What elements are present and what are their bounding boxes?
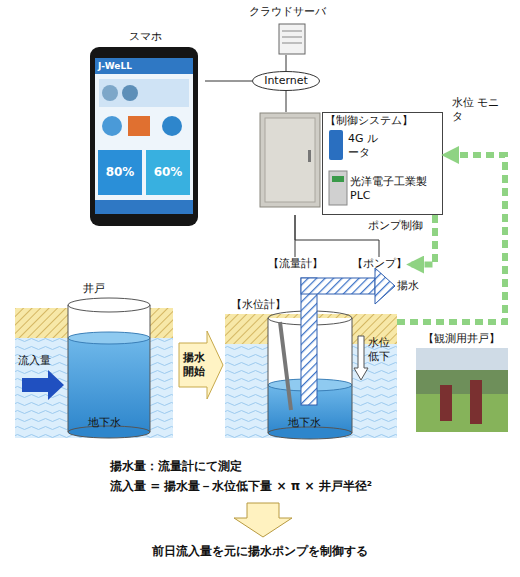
label-text: 60% xyxy=(146,165,190,179)
well-wall xyxy=(268,318,269,433)
node-text: 井戸 xyxy=(15,282,173,296)
plc-unit: 光洋電子工業製 PLC xyxy=(326,168,438,210)
app-tile xyxy=(146,150,190,195)
cabinet-handle xyxy=(308,150,311,162)
plc-icon xyxy=(329,171,347,205)
cloud-server: クラウドサーバ xyxy=(242,5,332,55)
flow-meter: 【流量計】 xyxy=(266,257,324,272)
app-icon xyxy=(102,116,122,136)
observation-photo xyxy=(416,348,508,432)
app-nav xyxy=(95,200,193,214)
label-text: 流入量 xyxy=(18,354,68,368)
well-wall xyxy=(352,318,353,433)
server-slot xyxy=(282,37,302,38)
well-wall xyxy=(150,305,151,432)
app-icon xyxy=(162,116,182,136)
label-text: J-WeLL xyxy=(98,60,158,72)
node-text: 【観測用井戸】 xyxy=(410,332,512,346)
label-text: 水位 低下 xyxy=(368,336,394,364)
app-icon xyxy=(128,116,150,136)
network-line xyxy=(295,215,379,257)
node-text: クラウドサーバ xyxy=(242,5,332,19)
server-icon xyxy=(279,24,305,54)
label-text: 流入量 = 揚水量－水位低下量 × π × 井戸半径² xyxy=(110,478,510,494)
node-text: 光洋電子工業製 PLC xyxy=(350,175,436,203)
well-wall xyxy=(68,305,69,432)
level-drop-arrow xyxy=(354,336,368,380)
photo-grass xyxy=(416,394,508,432)
label-text: 地下水 xyxy=(288,416,338,430)
node-text: 4G ルータ xyxy=(348,132,384,160)
label-text: 80% xyxy=(98,165,142,179)
node-text: 【流量計】 xyxy=(266,257,324,271)
photo-trees xyxy=(416,370,508,394)
edge-label: ポンプ制御 xyxy=(368,219,430,233)
result-arrow xyxy=(234,503,292,537)
router-icon xyxy=(329,130,343,160)
label-text: 地下水 xyxy=(88,416,138,430)
edge-label: 水位 モニタ xyxy=(452,96,502,124)
server-slot xyxy=(282,43,302,44)
server-slot xyxy=(282,31,302,32)
well-water xyxy=(68,338,150,432)
pump-start-arrow: 揚水 開始 xyxy=(178,330,224,400)
label-text: 揚水量：流量計にて測定 xyxy=(110,458,490,474)
app-header xyxy=(95,58,193,74)
inflow-arrow xyxy=(22,370,64,400)
cabinet-door xyxy=(265,118,315,202)
phone-screen xyxy=(95,58,193,214)
groundwater xyxy=(15,338,173,438)
control-system: 【制御システム】 4G ルータ光洋電子工業製 PLC xyxy=(257,112,443,215)
node-text: 【ポンプ】 xyxy=(350,257,408,271)
node-text: 【水位計】 xyxy=(231,298,397,312)
shape-outline xyxy=(253,72,320,91)
internet-cloud: Internet xyxy=(252,71,320,91)
node-text: スマホ xyxy=(85,30,205,44)
phone-body xyxy=(90,47,198,226)
smartphone: スマホ xyxy=(85,30,205,228)
control-frame xyxy=(323,113,443,215)
observation-well: 【観測用井戸】 xyxy=(410,332,512,434)
label-text: 揚水 xyxy=(397,279,427,293)
photo-post xyxy=(470,380,482,424)
network-line xyxy=(205,81,252,82)
network-line xyxy=(286,55,287,71)
plc-led xyxy=(332,176,344,182)
control-cabinet xyxy=(260,113,320,207)
water-surface xyxy=(68,332,150,344)
app-photo xyxy=(102,85,118,101)
photo-post xyxy=(440,385,452,421)
app-photo xyxy=(122,85,138,101)
pump: 【ポンプ】 xyxy=(350,257,408,272)
node-text: 揚水 開始 xyxy=(181,351,207,379)
network-line xyxy=(286,91,287,112)
pump-pipe xyxy=(301,278,375,294)
app-tile xyxy=(98,150,142,195)
router-unit: 4G ルータ xyxy=(326,128,438,164)
app-map xyxy=(99,79,189,107)
discharge-arrow xyxy=(375,268,395,304)
pump-pipe xyxy=(301,278,317,405)
label-text: 前日流入量を元に揚水ポンプを制御する xyxy=(20,543,500,559)
network-line xyxy=(295,215,296,257)
node-text: 【制御システム】 xyxy=(325,114,443,128)
level-sensor xyxy=(280,322,291,410)
node-text: Internet xyxy=(252,74,320,88)
well-rim xyxy=(68,298,150,312)
shape-outline xyxy=(179,331,223,399)
